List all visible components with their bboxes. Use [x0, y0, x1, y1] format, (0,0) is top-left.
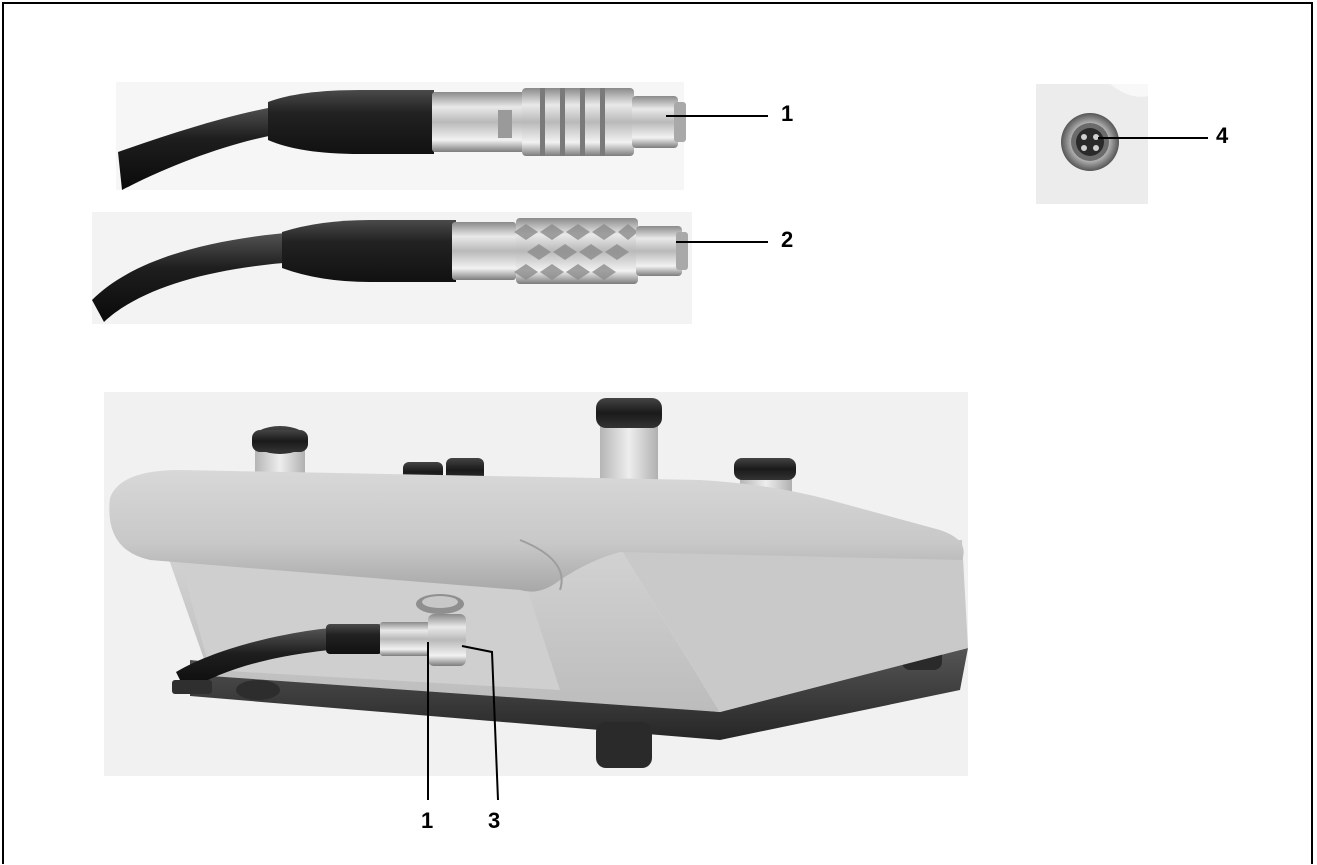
- leader-lines: [427, 115, 1208, 801]
- callout-pedal-plug: 1: [421, 808, 434, 833]
- plug-knurled-image: [92, 212, 692, 324]
- foot-pedal-image: [104, 392, 968, 776]
- callout-pedal-socket: 3: [488, 808, 501, 833]
- socket-panel-image: [1036, 84, 1148, 204]
- callout-plug-smooth: 1: [781, 101, 794, 126]
- callout-socket-panel: 4: [1216, 123, 1229, 148]
- leader-line-pedal-socket: [461, 645, 499, 801]
- callout-plug-knurled: 2: [781, 227, 794, 252]
- plug-smooth-image: [116, 82, 686, 190]
